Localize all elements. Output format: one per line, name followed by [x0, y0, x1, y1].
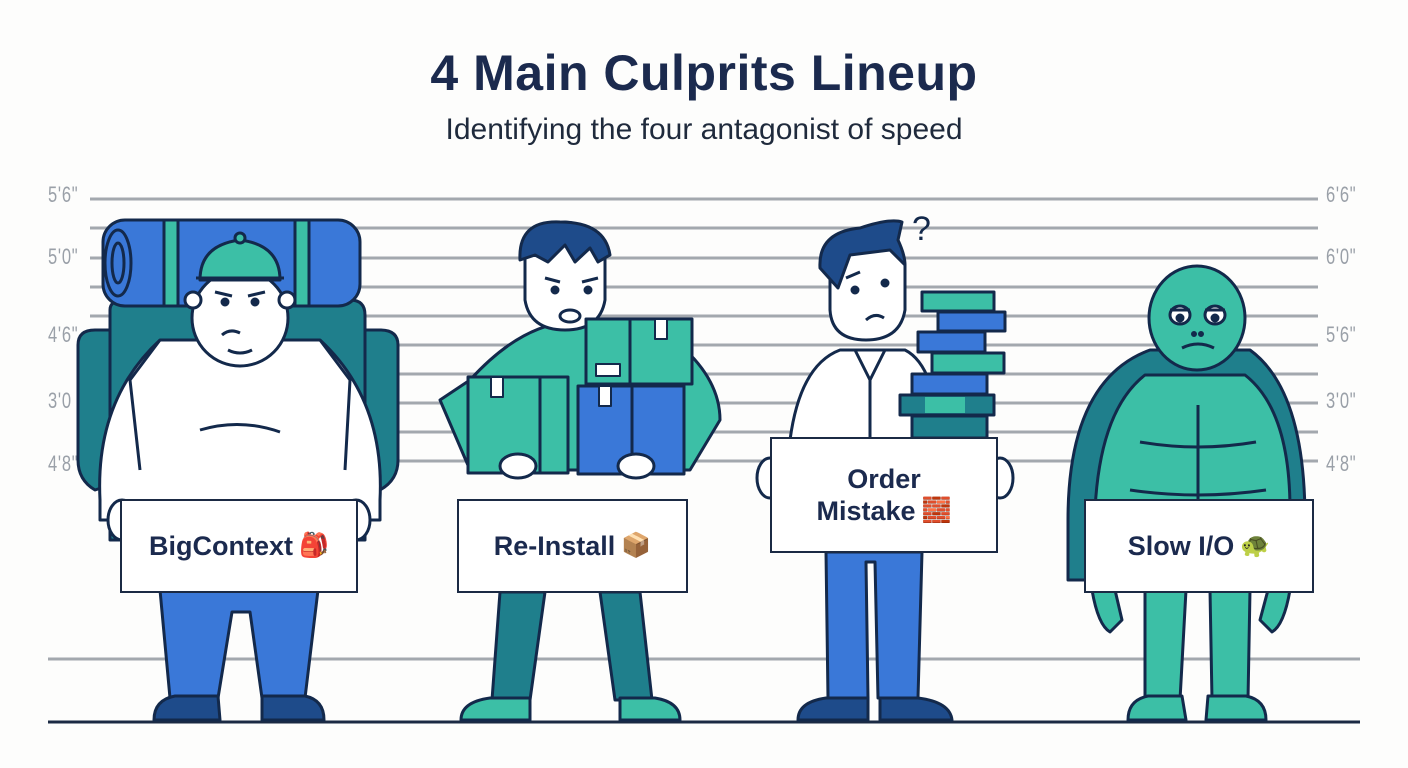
height-label-left-1: 5'6" — [48, 182, 79, 207]
culprit-label: Slow I/O — [1127, 530, 1235, 561]
height-label-right-3: 5'6" — [1326, 322, 1357, 347]
culprit-sign-order-mistake: Order Mistake 🧱 — [770, 437, 998, 553]
culprit-sign-reinstall: Re-Install 📦 — [457, 499, 688, 593]
culprit-sign-bigcontext: BigContext 🎒 — [120, 499, 358, 593]
culprit-order-mistake-figure: ? — [755, 210, 1015, 722]
height-label-right-2: 6'0" — [1326, 244, 1357, 269]
culprit-bigcontext-figure — [76, 218, 400, 722]
height-label-left-5: 4'8" — [48, 451, 79, 476]
page-title: 4 Main Culprits Lineup — [430, 45, 978, 101]
page-subtitle: Identifying the four antagonist of speed — [445, 113, 963, 146]
culprit-label: BigContext — [149, 530, 294, 561]
height-label-right-4: 3'0" — [1326, 388, 1357, 413]
turtle-icon: 🐢 — [1240, 531, 1271, 559]
package-icon: 📦 — [621, 531, 652, 559]
height-label-left-4: 3'0 — [48, 388, 72, 413]
culprit-label: Re-Install — [493, 530, 616, 561]
question-mark-icon: ? — [912, 210, 931, 248]
culprit-label-line2: Mistake — [816, 496, 916, 526]
height-label-right-5: 4'8" — [1326, 451, 1357, 476]
height-label-left-3: 4'6" — [48, 322, 79, 347]
height-label-left-2: 5'0" — [48, 244, 79, 269]
culprit-label-line1: Order — [847, 463, 921, 494]
backpack-icon: 🎒 — [299, 531, 329, 559]
culprit-slow-io-figure — [1066, 264, 1307, 722]
culprit-sign-slow-io: Slow I/O 🐢 — [1084, 499, 1314, 593]
height-label-right-1: 6'6" — [1326, 182, 1357, 207]
bricks-icon: 🧱 — [921, 496, 952, 524]
culprit-reinstall-figure — [438, 220, 722, 722]
